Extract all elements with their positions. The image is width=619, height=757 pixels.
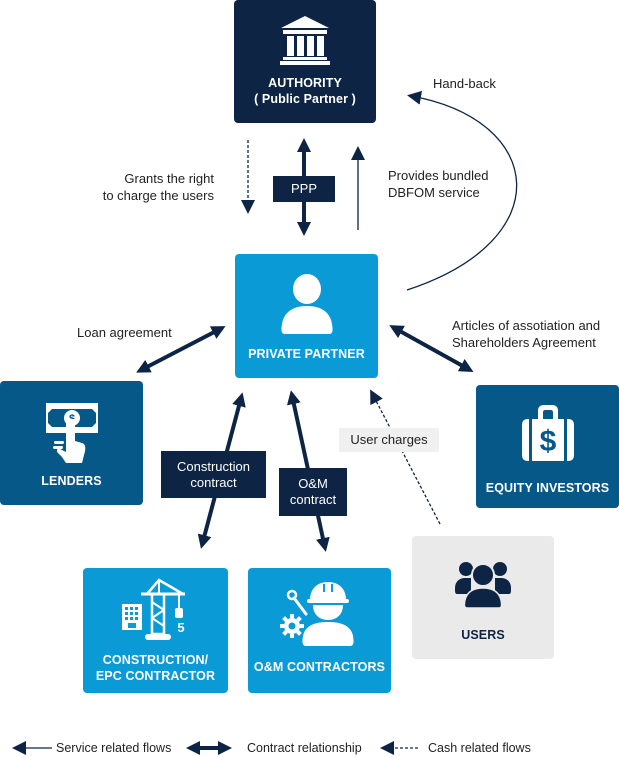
lenders-label: LENDERS	[41, 474, 102, 488]
grants-right-label: Grants the right to charge the users	[96, 170, 214, 204]
legend-cash-flows: Cash related flows	[428, 741, 531, 755]
users-label: USERS	[461, 628, 505, 642]
construction-contract-line2: contract	[190, 474, 237, 490]
users-node[interactable]: USERS	[412, 536, 554, 659]
om-contract-line2: contract	[289, 492, 337, 507]
loan-agreement-arrow	[136, 326, 226, 373]
authority-subtitle: ( Public Partner )	[254, 92, 356, 106]
legend-contract-relationship: Contract relationship	[247, 741, 362, 755]
authority-node[interactable]: AUTHORITY ( Public Partner )	[234, 0, 376, 123]
equity-investors-label: EQUITY INVESTORS	[485, 481, 610, 495]
construction-contractor-node[interactable]: 5 CONSTRUCTION/ EPC CONTRACTOR	[83, 568, 228, 693]
construction-contract-tag: Construction contract	[161, 451, 266, 498]
dbfom-service-label: Provides bundled DBFOM service	[388, 167, 488, 201]
lenders-node[interactable]: $ LENDERS	[0, 381, 143, 505]
user-charges-label: User charges	[350, 432, 428, 447]
construction-label-line1: CONSTRUCTION/	[102, 653, 209, 667]
construction-label-line2: EPC CONTRACTOR	[95, 669, 216, 683]
grants-right-line2: to charge the users	[102, 188, 214, 203]
shareholders-agreement-arrow	[389, 325, 474, 372]
svg-text:$: $	[539, 425, 556, 458]
om-contract-tag: O&M contract	[279, 468, 347, 516]
dbfom-line1: Provides bundled	[388, 168, 489, 183]
om-contractors-node[interactable]: O&M CONTRACTORS	[248, 568, 391, 693]
person-icon	[280, 274, 333, 334]
user-charges-arrow	[370, 389, 441, 525]
grants-right-line1: Grants the right	[124, 171, 214, 186]
om-contractors-label: O&M CONTRACTORS	[253, 660, 386, 674]
government-building-icon	[280, 16, 330, 65]
shareholders-agreement-label: Articles of assotiation and Shareholders…	[452, 317, 600, 351]
loan-agreement-label: Loan agreement	[77, 325, 172, 340]
dbfom-line2: DBFOM service	[388, 185, 480, 200]
crane-building-icon: 5	[121, 578, 185, 640]
cash-withdrawal-icon: $	[45, 403, 98, 463]
ppp-tag: PPP	[273, 176, 335, 202]
articles-line2: Shareholders Agreement	[452, 335, 596, 350]
handback-arrow	[406, 90, 518, 291]
private-partner-node[interactable]: PRIVATE PARTNER	[235, 254, 378, 378]
om-contract-line1: O&M	[298, 476, 328, 491]
worker-gear-icon	[279, 582, 354, 646]
authority-title: AUTHORITY	[268, 76, 342, 90]
legend-service-flows: Service related flows	[56, 741, 172, 755]
group-users-icon	[455, 562, 511, 609]
handback-label: Hand-back	[433, 76, 496, 91]
user-charges-tag: User charges	[339, 428, 439, 452]
ppp-label: PPP	[290, 181, 317, 196]
construction-contract-line1: Construction	[177, 458, 250, 474]
private-partner-label: PRIVATE PARTNER	[248, 347, 365, 361]
articles-line1: Articles of assotiation and	[452, 318, 601, 333]
money-bag-icon: $	[521, 405, 574, 461]
svg-text:5: 5	[177, 620, 184, 635]
equity-investors-node[interactable]: $ EQUITY INVESTORS	[476, 385, 619, 508]
